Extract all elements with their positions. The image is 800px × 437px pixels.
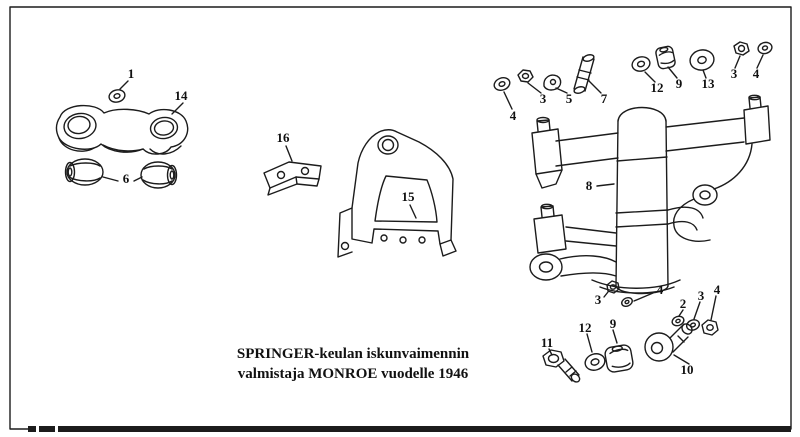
part-10-eye-end [644, 323, 693, 362]
part-4-clip-mid [621, 296, 633, 308]
part-label-13: 13 [701, 76, 715, 91]
lower-arms [529, 143, 753, 294]
part-label-5: 5 [565, 91, 573, 106]
part-label-1: 1 [127, 66, 135, 81]
part-label-4: 4 [752, 66, 760, 81]
part-4-washer-topleft [493, 77, 511, 91]
part-label-6: 6 [122, 171, 130, 186]
part-label-3: 3 [697, 288, 705, 303]
part-label-4: 4 [713, 282, 721, 297]
part-label-12: 12 [578, 320, 592, 335]
part-label-9: 9 [675, 76, 683, 91]
part-8-shock-body [615, 106, 669, 295]
part-3-nut-topleft [517, 69, 534, 83]
part-label-3: 3 [539, 91, 547, 106]
part-7-stud [573, 54, 595, 94]
part-label-2: 2 [679, 296, 687, 311]
part-4-nut-diag [701, 319, 719, 336]
part-4-washer-topright [757, 41, 773, 55]
part-12-washer-bottom [584, 353, 606, 371]
part-label-16: 16 [276, 130, 290, 145]
part-label-7: 7 [600, 91, 608, 106]
caption-line-1: SPRINGER-keulan iskunvaimennin [236, 346, 470, 362]
part-12-washer-top [631, 56, 651, 72]
part-label-4: 4 [656, 282, 664, 297]
part-9-bushing-bottom [604, 344, 634, 373]
part-11-bolt [542, 349, 581, 383]
part-9-bushing-top [655, 45, 676, 70]
border-frame [9, 6, 792, 432]
part-13-washer [689, 49, 715, 71]
part-label-8: 8 [585, 178, 593, 193]
part-3-washer-diag [685, 319, 701, 331]
part-label-3: 3 [730, 66, 738, 81]
part-label-10: 10 [680, 362, 694, 377]
part-label-3: 3 [594, 292, 602, 307]
leader-lines [102, 54, 764, 365]
part-3-nut-topright [733, 41, 750, 56]
part-1-washer [108, 89, 126, 103]
part-label-11: 11 [540, 335, 554, 350]
part-6-bushings [64, 158, 178, 189]
part-5-clip [543, 74, 562, 91]
part-label-14: 14 [174, 88, 188, 103]
part-15-bracket [337, 129, 457, 258]
part-label-4: 4 [509, 108, 517, 123]
caption-line-2: valmistaja MONROE vuodelle 1946 [237, 366, 469, 382]
caption: SPRINGER-keulan iskunvaimennin valmistaj… [203, 344, 503, 384]
part-14-link [55, 104, 189, 155]
part-label-12: 12 [650, 80, 664, 95]
part-label-15: 15 [401, 189, 415, 204]
part-label-9: 9 [609, 316, 617, 331]
upper-crossbar [531, 94, 771, 189]
part-16-bracket [263, 161, 322, 196]
part-3-nut-mid [606, 280, 620, 294]
part-2-washer [671, 315, 685, 327]
